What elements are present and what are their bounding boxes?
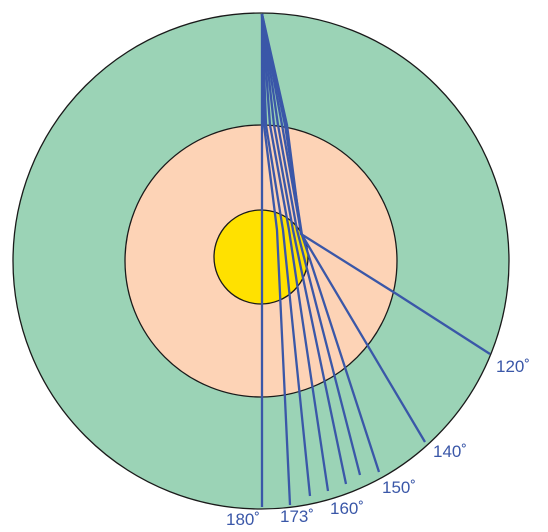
label-180: 180˚ xyxy=(226,510,260,529)
ray-120 xyxy=(260,13,491,355)
ray-155 xyxy=(260,13,348,485)
ray-150 xyxy=(260,13,362,476)
label-160: 160˚ xyxy=(330,499,364,518)
label-140: 140˚ xyxy=(433,442,467,461)
ray-165 xyxy=(260,13,312,497)
ray-147 xyxy=(260,13,381,473)
ray-group xyxy=(260,13,491,507)
label-173: 173˚ xyxy=(280,507,314,526)
label-150: 150˚ xyxy=(382,478,416,497)
label-120: 120˚ xyxy=(496,357,530,376)
ray-160 xyxy=(260,13,330,492)
